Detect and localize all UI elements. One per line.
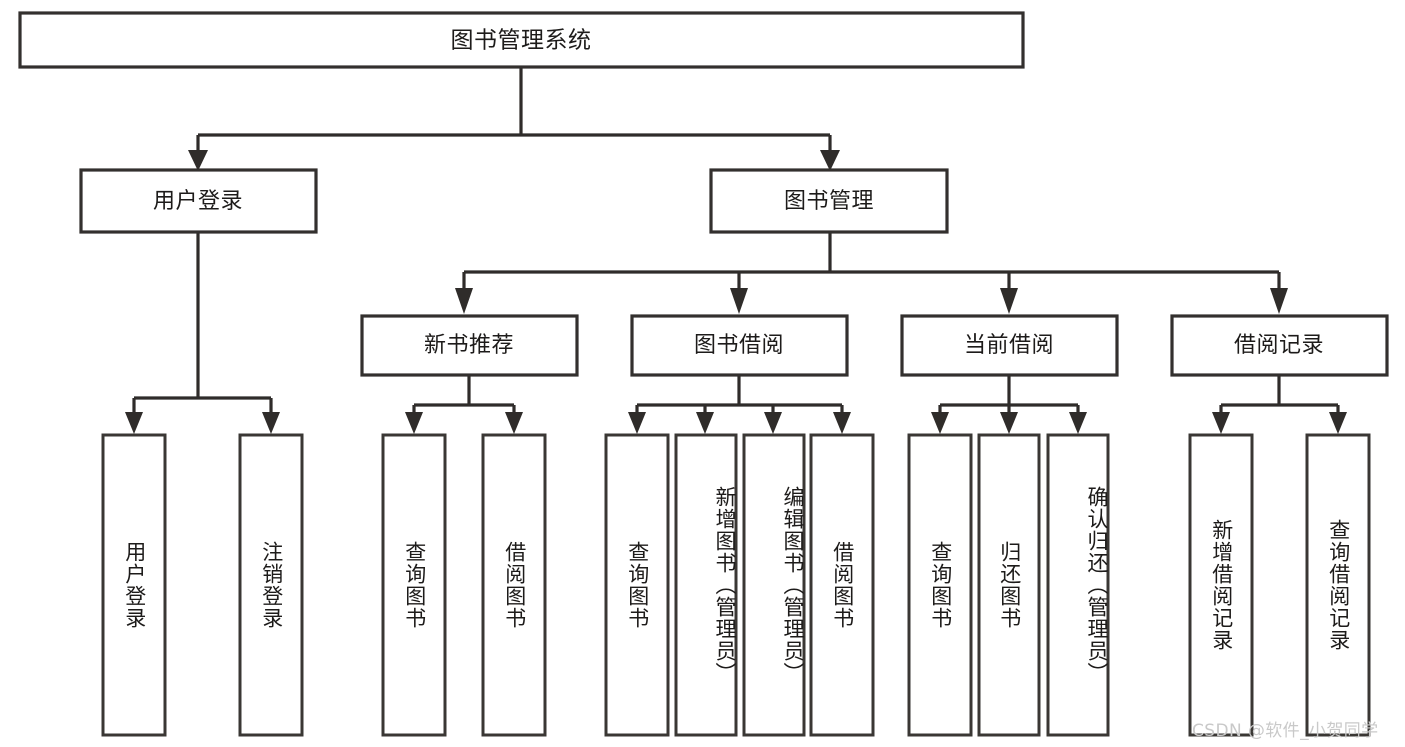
arrowhead-leaf-query-book-3 <box>931 412 949 434</box>
arrowhead-leaf-borrow-book-2 <box>833 412 851 434</box>
arrowhead-new-book-rec <box>455 288 473 314</box>
node-label-new-book-rec: 新书推荐 <box>424 333 514 358</box>
node-box-new-book-rec[interactable] <box>360 314 579 377</box>
node-label-book-borrow: 图书借阅 <box>694 333 784 358</box>
connector-layer <box>125 67 1347 434</box>
arrowhead-leaf-add-record <box>1212 412 1230 434</box>
arrowhead-leaf-borrow-book-1 <box>505 412 523 434</box>
node-box-leaf-query-book-1[interactable] <box>381 433 447 737</box>
node-box-book-borrow[interactable] <box>630 314 849 377</box>
arrowhead-leaf-confirm-return <box>1069 412 1087 434</box>
arrowhead-leaf-edit-book <box>764 412 782 434</box>
node-box-borrow-record[interactable] <box>1170 314 1389 377</box>
node-box-leaf-add-record[interactable] <box>1188 433 1254 737</box>
node-box-leaf-return-book[interactable] <box>977 433 1041 737</box>
node-label-user-login: 用户登录 <box>153 189 243 214</box>
node-label-borrow-record: 借阅记录 <box>1234 333 1324 358</box>
arrowhead-current-borrow <box>1000 288 1018 314</box>
arrowhead-to-book-manage <box>820 150 840 171</box>
node-box-leaf-edit-book[interactable] <box>742 433 806 737</box>
node-box-current-borrow[interactable] <box>900 314 1119 377</box>
node-box-leaf-user-login[interactable] <box>101 433 167 737</box>
node-label-current-borrow: 当前借阅 <box>964 333 1054 358</box>
node-box-leaf-query-record[interactable] <box>1305 433 1371 737</box>
arrowhead-book-borrow <box>730 288 748 314</box>
node-box-leaf-add-book[interactable] <box>674 433 738 737</box>
node-box-leaf-user-logout[interactable] <box>238 433 304 737</box>
arrowhead-to-user-login <box>188 150 208 171</box>
node-label-book-manage: 图书管理 <box>784 189 874 214</box>
arrowhead-leaf-return-book <box>1000 412 1018 434</box>
node-box-leaf-query-book-2[interactable] <box>604 433 670 737</box>
arrowhead-leaf-query-record <box>1329 412 1347 434</box>
node-box-root[interactable] <box>18 11 1025 69</box>
arrowhead-leaf-query-book-2 <box>628 412 646 434</box>
arrowhead-leaf-query-book-1 <box>405 412 423 434</box>
node-box-user-login[interactable] <box>79 168 318 234</box>
node-label-root: 图书管理系统 <box>451 28 592 54</box>
node-box-book-manage[interactable] <box>709 168 949 234</box>
node-box-leaf-query-book-3[interactable] <box>907 433 973 737</box>
node-box-leaf-borrow-book-1[interactable] <box>481 433 547 737</box>
arrowhead-leaf-user-logout <box>262 412 280 434</box>
arrowhead-leaf-add-book <box>696 412 714 434</box>
node-box-leaf-confirm-return[interactable] <box>1046 433 1110 737</box>
node-box-leaf-borrow-book-2[interactable] <box>809 433 875 737</box>
node-layer: 图书管理系统 用户登录 图书管理 新书推荐 图书借阅 当前借阅 借阅记录 <box>18 11 1389 737</box>
arrowhead-leaf-user-login <box>125 412 143 434</box>
csdn-watermark: CSDN @软件_小贺同学 <box>1192 721 1379 741</box>
arrowhead-borrow-record <box>1270 288 1288 314</box>
